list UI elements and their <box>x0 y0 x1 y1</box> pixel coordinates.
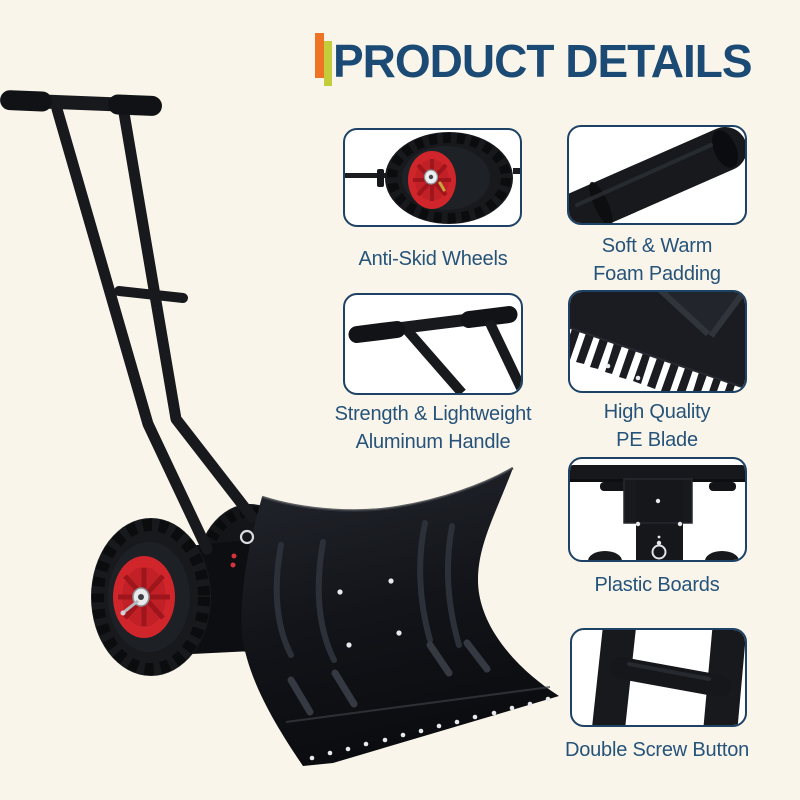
aluminum-handle-photo <box>348 306 521 393</box>
red-screw-dot <box>231 553 237 559</box>
caption-anti-skid-wheels: Anti-Skid Wheels <box>358 248 508 270</box>
feature-card-anti-skid-wheels <box>343 128 522 227</box>
caption-pe-blade: High Quality PE Blade <box>603 401 711 451</box>
anti-skid-wheel-photo <box>345 132 520 224</box>
blade-rivets <box>309 578 551 761</box>
title-accent-lime-bar <box>324 41 332 86</box>
feature-card-aluminum-handle <box>343 293 523 395</box>
feature-card-pe-blade <box>568 290 747 393</box>
feature-card-double-screw <box>570 628 747 727</box>
feature-card-plastic-boards <box>568 457 747 562</box>
front-wheel <box>91 518 211 676</box>
pe-blade-teeth-photo <box>570 292 745 391</box>
foam-grip-photo <box>569 127 745 223</box>
feature-card-foam-padding <box>567 125 747 225</box>
hanging-ring <box>239 529 255 545</box>
wheeled-snow-shovel-photo <box>0 90 559 766</box>
red-screw-dot <box>230 562 236 568</box>
plastic-boards-photo <box>570 465 745 560</box>
caption-aluminum-handle: Strength & Lightweight Aluminum Handle <box>334 403 532 453</box>
caption-plastic-boards: Plastic Boards <box>594 574 720 596</box>
t-handle-bar <box>0 90 162 116</box>
title-accent-orange-bar <box>315 33 324 78</box>
page-title: PRODUCT DETAILS <box>333 35 753 87</box>
plow-blade <box>241 466 559 766</box>
handle-tubes <box>51 101 258 555</box>
caption-foam-padding: Soft & Warm Foam Padding <box>593 235 721 285</box>
double-screw-frame-photo <box>592 630 745 725</box>
caption-double-screw: Double Screw Button <box>564 739 750 761</box>
